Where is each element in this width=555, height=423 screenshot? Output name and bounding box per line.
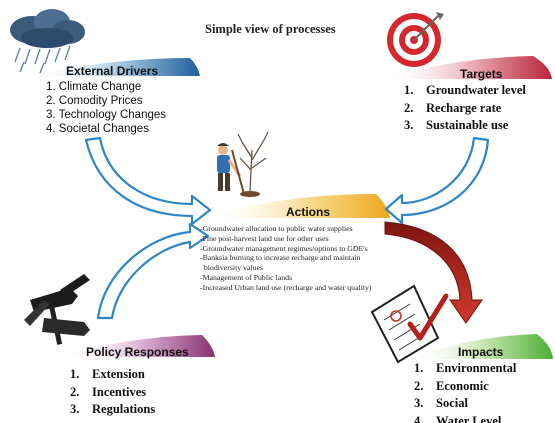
- external-drivers-heading: External Drivers: [66, 64, 159, 78]
- list-item: 4. Societal Changes: [46, 123, 149, 135]
- arrow-policy-to-actions: [96, 222, 210, 320]
- list-item: 2.Recharge rate: [404, 100, 502, 115]
- external-drivers-list: 1. Climate Change 2. Comodity Prices 3. …: [46, 80, 166, 136]
- arrow-targets-to-actions: [384, 136, 490, 225]
- policy-responses-heading: Policy Responses: [86, 345, 189, 359]
- checklist-icon: [370, 284, 449, 364]
- list-item: 2.Economic: [414, 378, 489, 393]
- list-item: -Groundwater management regimes/options …: [200, 243, 368, 253]
- list-item: 1.Environmental: [414, 361, 517, 375]
- arrow-actions-to-impacts: [384, 221, 483, 324]
- impacts-band: [410, 334, 553, 359]
- signpost-icon: [24, 274, 90, 345]
- list-item: 1.Extension: [70, 367, 145, 381]
- list-item: 3.Social: [414, 396, 468, 410]
- list-item: biodiversity values: [200, 263, 264, 273]
- impacts-heading: Impacts: [458, 345, 504, 359]
- farmer-planting-tree-icon: [217, 131, 269, 197]
- list-item: -Banksia burning to increase recharge an…: [200, 253, 361, 263]
- arrow-drivers-to-actions: [84, 136, 212, 226]
- list-item: 2. Comodity Prices: [46, 95, 143, 107]
- targets-heading: Targets: [460, 67, 503, 81]
- list-item: 3. Technology Changes: [46, 109, 167, 121]
- list-item: -Pine post-harvest land use for other us…: [200, 233, 329, 243]
- list-item: -Groundwater allocation to public water …: [200, 224, 353, 233]
- policy-responses-list: 1.Extension 2.Incentives 3.Regulations: [70, 366, 155, 419]
- storm-cloud-icon: [10, 9, 85, 74]
- impacts-list: 1.Environmental 2.Economic 3.Social 4.Wa…: [414, 360, 516, 423]
- policy-responses-band: [60, 335, 215, 357]
- list-item: 3.Sustainable use: [404, 118, 509, 132]
- list-item: 1. Climate Change: [46, 81, 142, 93]
- list-item: 2.Incentives: [70, 384, 147, 399]
- external-drivers-band: [30, 58, 200, 76]
- targets-band: [385, 56, 552, 79]
- list-item: -Increased Urban land use (recharge and …: [200, 282, 372, 292]
- list-item: 1.Groundwater level: [404, 83, 526, 97]
- actions-list: -Groundwater allocation to public water …: [200, 224, 372, 293]
- list-item: -Management of Public lands: [200, 272, 293, 282]
- targets-list: 1.Groundwater level 2.Recharge rate 3.Su…: [404, 82, 526, 135]
- target-icon: [387, 12, 444, 67]
- diagram-title: Simple view of processes: [205, 22, 336, 36]
- actions-band: [205, 194, 390, 218]
- list-item: 3.Regulations: [70, 402, 156, 416]
- list-item: 4.Water Level: [414, 413, 502, 423]
- actions-heading: Actions: [286, 205, 331, 219]
